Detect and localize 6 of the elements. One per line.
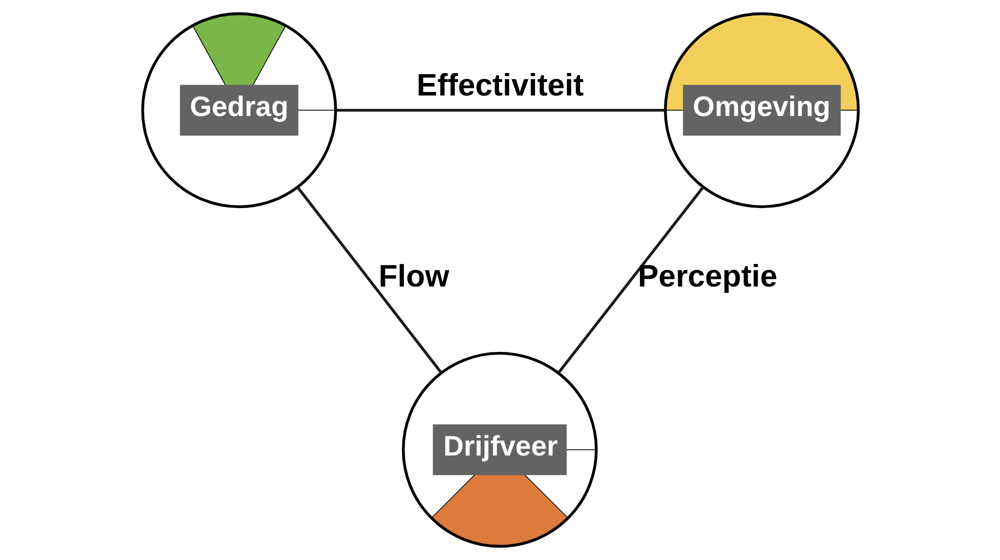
edge-label: Perceptie xyxy=(637,258,777,294)
connector xyxy=(336,108,665,112)
connector xyxy=(556,186,704,374)
connector xyxy=(296,186,442,374)
edge-label: Effectiviteit xyxy=(416,68,584,103)
edge-label: Flow xyxy=(378,258,449,294)
